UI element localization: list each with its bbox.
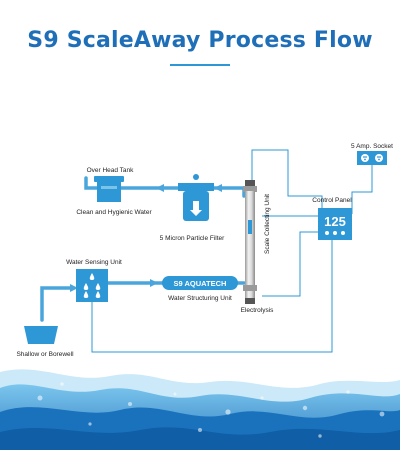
- arrow-to-tank: [156, 184, 164, 192]
- return-wire: [91, 238, 333, 353]
- panel-display-value: 125: [324, 214, 346, 229]
- overhead-tank-icon: [94, 176, 124, 202]
- socket-label: 5 Amp. Socket: [351, 143, 393, 150]
- filter-icon: [178, 174, 214, 221]
- top-wire: [251, 149, 323, 214]
- overhead-tank-label: Over Head Tank: [87, 167, 135, 174]
- arrow-into-sensing: [70, 284, 78, 292]
- flow-arrows: [70, 184, 222, 292]
- lower-wire: [262, 231, 318, 297]
- filter-label: 5 Micron Particle Filter: [160, 235, 225, 242]
- socket-wire: [351, 165, 373, 214]
- scale-collecting-unit-icon: [243, 180, 257, 304]
- bucket-icon: [24, 326, 58, 344]
- electrolysis-label: Electrolysis: [241, 307, 275, 314]
- arrow-to-structuring: [150, 279, 158, 287]
- clean-water-label: Clean and Hygienic Water: [76, 209, 152, 216]
- control-panel-label: Control Panel: [312, 197, 352, 204]
- structuring-unit-label: Water Structuring Unit: [168, 295, 232, 302]
- water-wave-decoration: [0, 369, 400, 450]
- scale-unit-label: Scale Collecting Unit: [264, 194, 271, 254]
- s9-aquatech-label: S9 AQUATECH: [174, 279, 227, 288]
- arrow-to-filter: [214, 184, 222, 192]
- control-panel-icon: 125: [318, 208, 352, 240]
- page-title: S9 ScaleAway Process Flow: [27, 28, 373, 53]
- sensing-unit-label: Water Sensing Unit: [66, 259, 122, 266]
- source-label: Shallow or Borewell: [16, 351, 74, 358]
- water-sensing-unit-icon: [76, 269, 108, 302]
- title-underline: [170, 64, 230, 66]
- s9-aquatech-unit: S9 AQUATECH: [162, 276, 238, 290]
- socket-icon: [357, 151, 387, 165]
- pipe-source: [40, 286, 74, 322]
- electric-wires: [91, 149, 373, 353]
